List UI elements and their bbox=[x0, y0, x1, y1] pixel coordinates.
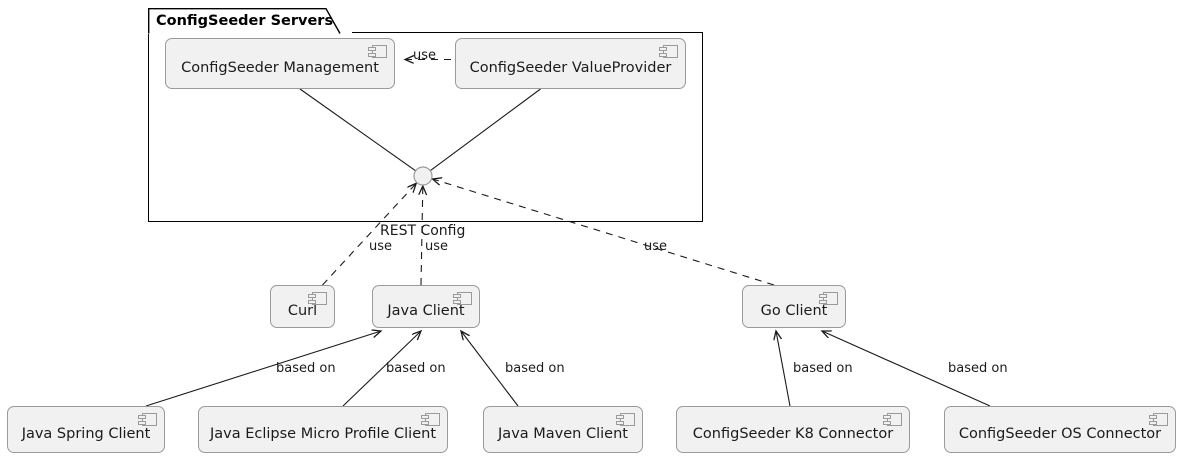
uml-component-icon bbox=[883, 413, 902, 426]
uml-component-icon bbox=[138, 413, 157, 426]
edge-os-based-on-go bbox=[822, 331, 991, 407]
uml-component-icon bbox=[421, 413, 440, 426]
edge-label-os-based-on-go: based on bbox=[948, 361, 1008, 376]
component-label: Java Eclipse Micro Profile Client bbox=[209, 425, 437, 442]
uml-component-icon bbox=[368, 45, 387, 58]
edge-label-valueprovider-uses-management: use bbox=[413, 48, 437, 63]
component-label: ConfigSeeder Management bbox=[181, 59, 379, 76]
component-configseeder-valueprovider[interactable]: ConfigSeeder ValueProvider bbox=[455, 38, 686, 89]
component-label: ConfigSeeder K8 Connector bbox=[692, 425, 894, 442]
component-curl[interactable]: Curl bbox=[270, 285, 335, 328]
component-label: Go Client bbox=[760, 302, 828, 319]
package-configseeder-servers-frame bbox=[148, 32, 703, 222]
component-label: ConfigSeeder OS Connector bbox=[958, 425, 1162, 442]
component-configseeder-os-connector[interactable]: ConfigSeeder OS Connector bbox=[944, 406, 1176, 453]
edge-java-client-uses-rest bbox=[421, 186, 423, 286]
component-label: Java Spring Client bbox=[21, 425, 151, 442]
edge-k8-based-on-go bbox=[776, 331, 791, 407]
component-configseeder-k8-connector[interactable]: ConfigSeeder K8 Connector bbox=[676, 406, 910, 453]
edge-label-curl-uses-rest: use bbox=[369, 239, 393, 254]
uml-component-icon bbox=[819, 292, 838, 305]
uml-component-icon bbox=[308, 292, 327, 305]
edge-label-maven-based-on-java: based on bbox=[505, 361, 565, 376]
component-go-client[interactable]: Go Client bbox=[742, 285, 846, 328]
component-java-eclipse-micro-profile[interactable]: Java Eclipse Micro Profile Client bbox=[198, 406, 448, 453]
component-label: Java Maven Client bbox=[498, 425, 628, 442]
uml-component-icon bbox=[1149, 413, 1168, 426]
component-java-maven-client[interactable]: Java Maven Client bbox=[483, 406, 643, 453]
edge-label-go-client-uses-rest: use bbox=[644, 239, 668, 254]
uml-component-icon bbox=[453, 292, 472, 305]
package-tab-shape bbox=[148, 8, 341, 34]
component-label: Curl bbox=[287, 302, 318, 319]
edge-valueprovider-provides-rest bbox=[429, 88, 541, 172]
uml-component-icon bbox=[616, 413, 635, 426]
rest-config-interface-circle bbox=[413, 166, 433, 186]
rest-config-interface-label: REST Config bbox=[380, 223, 466, 239]
edge-spring-based-on-java bbox=[145, 331, 381, 407]
component-java-client[interactable]: Java Client bbox=[372, 285, 480, 328]
component-label: Java Client bbox=[387, 302, 465, 319]
package-title-tab bbox=[148, 8, 352, 34]
component-label: ConfigSeeder ValueProvider bbox=[469, 59, 672, 76]
edge-label-microprofile-based-on-java: based on bbox=[386, 361, 446, 376]
component-java-spring-client[interactable]: Java Spring Client bbox=[7, 406, 165, 453]
edge-label-k8-based-on-go: based on bbox=[793, 361, 853, 376]
edge-management-provides-rest bbox=[299, 88, 416, 172]
package-title-label: ConfigSeeder Servers bbox=[156, 13, 334, 29]
uml-component-icon bbox=[659, 45, 678, 58]
edge-microprofile-based-on-java bbox=[342, 331, 421, 407]
edge-label-java-client-uses-rest: use bbox=[425, 239, 449, 254]
edge-maven-based-on-java bbox=[461, 331, 519, 407]
edge-label-spring-based-on-java: based on bbox=[276, 361, 336, 376]
component-configseeder-management[interactable]: ConfigSeeder Management bbox=[165, 38, 395, 89]
edge-curl-uses-rest bbox=[322, 183, 417, 286]
